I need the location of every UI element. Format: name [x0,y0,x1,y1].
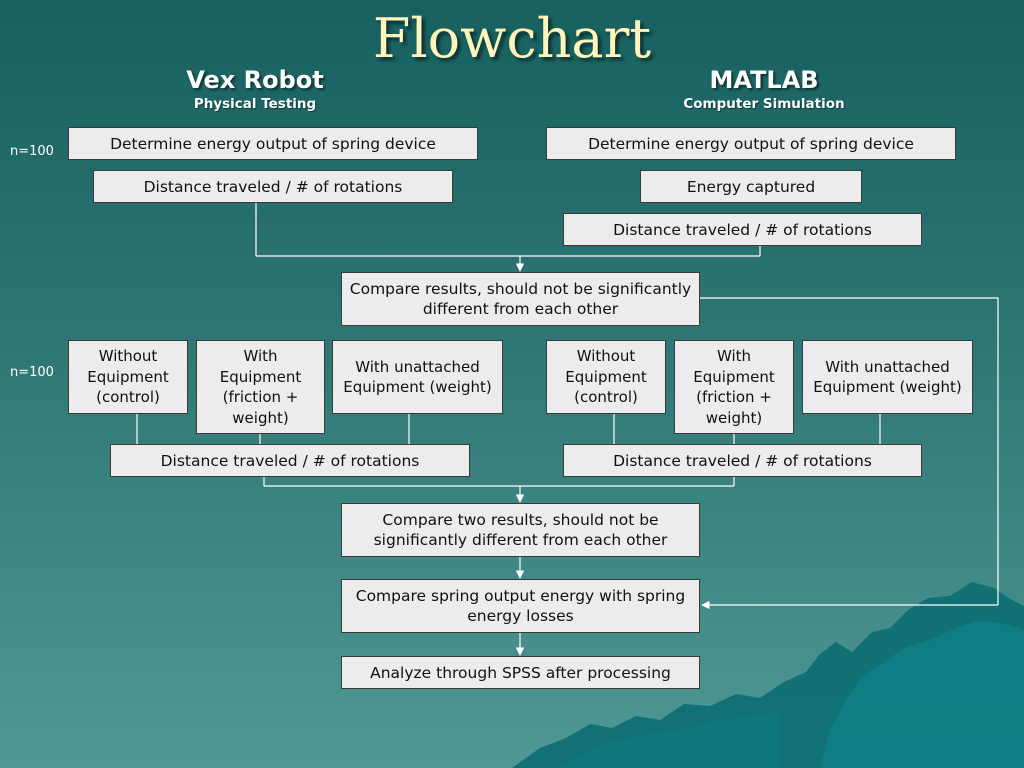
flow-box-analyze-spss: Analyze through SPSS after processing [341,656,700,689]
flow-box-compare-results: Compare results, should not be significa… [341,272,700,326]
flow-box-label: Distance traveled / # of rotations [160,451,420,470]
slide-title: Flowchart [372,7,652,70]
flow-box-left-energy-output: Determine energy output of spring device [68,127,478,160]
flow-box-right-distance-2: Distance traveled / # of rotations [563,444,922,477]
left-column-heading: Vex Robot [186,66,324,94]
sample-size-label: n=100 [10,144,54,159]
flow-box-label: Distance traveled / # of rotations [143,177,403,196]
right-column-subheading: Computer Simulation [683,96,845,112]
flow-box-left-distance: Distance traveled / # of rotations [93,170,453,203]
flow-box-label: With Equipment (friction + weight) [219,347,302,427]
flow-box-label: Without Equipment (control) [565,347,647,407]
flow-box-left-with-equipment: With Equipment (friction + weight) [196,340,325,434]
flow-box-label: With Equipment (friction + weight) [693,347,775,427]
flow-box-compare-spring-energy: Compare spring output energy with spring… [341,579,700,633]
flow-box-right-unattached-equipment: With unattached Equipment (weight) [802,340,973,414]
flow-box-label: Energy captured [686,177,816,196]
flow-box-label: Analyze through SPSS after processing [370,663,671,682]
flow-box-label: Determine energy output of spring device [588,134,914,153]
flow-box-label: Determine energy output of spring device [110,134,436,153]
right-column-header: MATLAB Computer Simulation [664,66,864,112]
sample-size-label: n=100 [10,365,54,380]
flow-box-label: With unattached Equipment (weight) [343,357,492,397]
flow-box-label: With unattached Equipment (weight) [813,357,962,397]
flow-box-right-distance: Distance traveled / # of rotations [563,213,922,246]
flow-box-right-energy-captured: Energy captured [640,170,862,203]
left-column-subheading: Physical Testing [193,96,317,112]
flow-box-right-with-equipment: With Equipment (friction + weight) [674,340,794,434]
right-column-heading: MATLAB [709,66,819,94]
flow-box-label: Compare two results, should not be signi… [373,511,668,549]
flow-box-left-unattached-equipment: With unattached Equipment (weight) [332,340,503,414]
left-column-header: Vex Robot Physical Testing [155,66,355,112]
flow-box-label: Compare results, should not be significa… [349,280,692,318]
flow-box-label: Compare spring output energy with spring… [355,587,686,625]
flow-box-right-without-equipment: Without Equipment (control) [546,340,666,414]
flow-box-left-without-equipment: Without Equipment (control) [68,340,188,414]
flow-box-right-energy-output: Determine energy output of spring device [546,127,956,160]
flow-box-label: Without Equipment (control) [87,347,169,407]
flow-box-label: Distance traveled / # of rotations [613,220,872,239]
flow-box-left-distance-2: Distance traveled / # of rotations [110,444,470,477]
flow-box-label: Distance traveled / # of rotations [613,451,872,470]
flow-box-compare-two-results: Compare two results, should not be signi… [341,503,700,557]
